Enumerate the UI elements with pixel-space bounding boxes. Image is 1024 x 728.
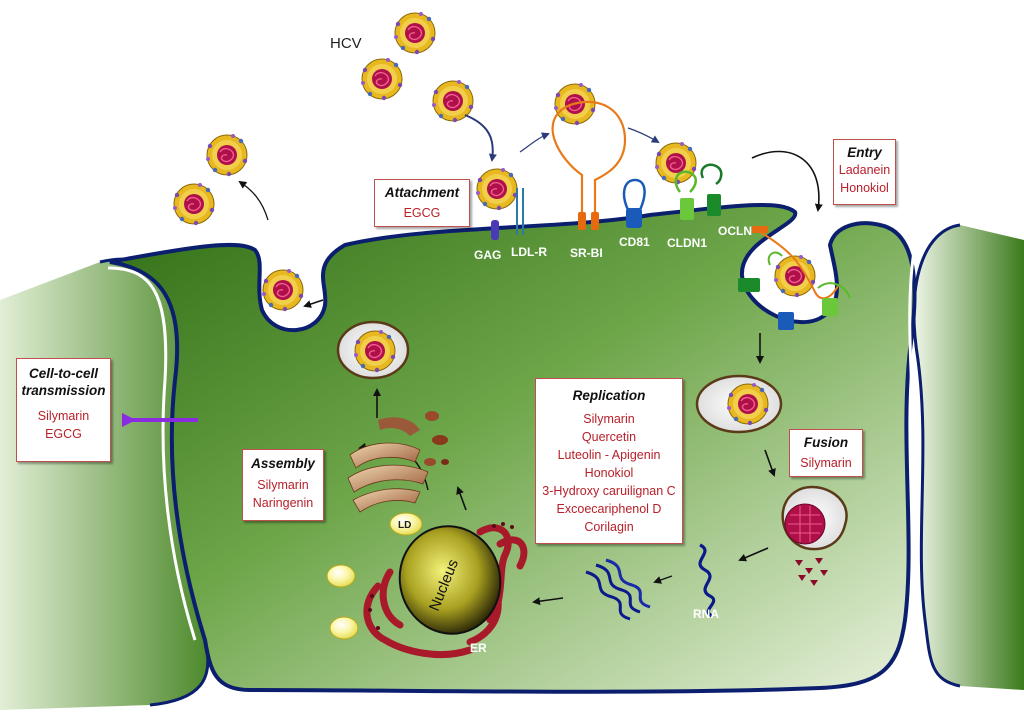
assembly-item-1: Naringenin [252,496,314,510]
rna-icon [585,570,631,621]
arrow-icon [303,299,324,308]
label-ld: LD [398,520,411,531]
virion-icon [475,167,518,211]
receptor-icon [680,198,694,220]
right-neighbor-membrane [912,223,961,688]
virion-icon [360,57,403,101]
label-rna: RNA [693,607,719,621]
cell-to-cell-item-0: Silymarin [37,409,90,423]
golgi-icon [347,411,449,513]
entry-item-0: Ladanein [838,163,891,177]
capsid-fragments [795,558,828,586]
replication-item-2: Luteolin - Apigenin [557,448,661,462]
receptor-icon [759,231,839,300]
virus-label: HCV [330,35,362,52]
receptor-icon [700,163,723,186]
capsid-pattern [788,506,822,542]
assembly-box: Assembly Silymarin Naringenin [242,449,324,521]
replication-box: Replication Silymarin Quercetin Luteolin… [535,378,683,544]
label-gag: GAG [474,248,501,262]
receptor-icon [817,282,851,299]
receptor-icon [516,188,524,235]
arrow-icon [627,127,660,144]
label-ocln: OCLN [718,224,752,238]
virion-icon [261,268,304,312]
nucleus-icon [398,525,502,635]
arrow-icon [456,486,467,511]
replication-title: Replication [572,388,646,403]
receptor-icon [578,212,586,230]
replication-item-4: 3-Hydroxy caruilignan C [542,484,676,498]
right-neighbor-cell [914,225,1024,690]
host-cell [109,203,917,694]
attachment-item-0: EGCG [403,206,441,220]
arrow-icon [532,597,564,606]
attachment-box: Attachment EGCG [374,179,470,227]
fusion-title: Fusion [803,435,849,450]
arrow-icon [464,114,497,162]
receptor-icon [752,226,768,233]
entry-item-1: Honokiol [840,181,889,195]
cell-to-cell-title-2: transmission [21,383,106,398]
receptor-icon [491,220,499,240]
er-ribosomes [368,522,514,630]
receptor-icon [707,194,721,216]
virion-icon [393,11,436,55]
replication-item-6: Corilagin [584,520,634,534]
label-cldn1: CLDN1 [667,236,707,250]
arrow-icon [751,150,823,212]
left-gap [107,266,197,641]
arrow-icon [519,132,550,153]
cell-to-cell-box: Cell-to-cell transmission Silymarin EGCG [16,358,111,462]
label-srbi: SR-BI [570,246,603,260]
receptor-icon [674,170,697,193]
arrow-icon [653,575,673,584]
receptor-icon [822,298,838,316]
entry-title: Entry [847,145,882,160]
arrow-icon [764,449,776,477]
virion-icon [205,133,248,177]
arrow-icon [738,547,769,562]
cell-to-cell-title-1: Cell-to-cell [28,366,98,381]
attachment-title: Attachment [384,185,460,200]
receptor-icon [767,251,783,266]
replication-item-1: Quercetin [581,430,637,444]
receptor-icon [622,178,646,211]
virion-icon [773,254,816,298]
fusion-item-0: Silymarin [800,456,852,470]
receptor-icon [738,278,760,292]
receptor-icon [626,208,642,228]
lipid-droplet-icon [326,564,356,588]
right-gap [908,231,920,681]
fusion-box: Fusion Silymarin [789,429,863,477]
lipid-droplet-icon [329,616,359,640]
arrow-icon [238,180,269,221]
receptor-icon [591,212,599,230]
replication-item-0: Silymarin [583,412,635,426]
lipid-droplet-icon [389,512,423,536]
receptor-icon [778,312,794,330]
rna-icon [595,563,641,614]
label-er: ER [470,641,487,655]
replication-item-5: Excoecariphenol D [556,502,662,516]
cell-to-cell-item-1: EGCG [45,427,82,441]
virion-icon [172,182,215,226]
label-cd81: CD81 [619,235,650,249]
rna-icon [698,543,716,618]
entry-box: Entry Ladanein Honokiol [833,139,896,205]
label-ldlr: LDL-R [511,245,547,259]
receptor-icon [551,100,627,225]
assembly-item-0: Silymarin [257,478,309,492]
replication-item-3: Honokiol [584,466,634,480]
assembly-title: Assembly [251,456,315,471]
rna-icon [605,558,651,609]
